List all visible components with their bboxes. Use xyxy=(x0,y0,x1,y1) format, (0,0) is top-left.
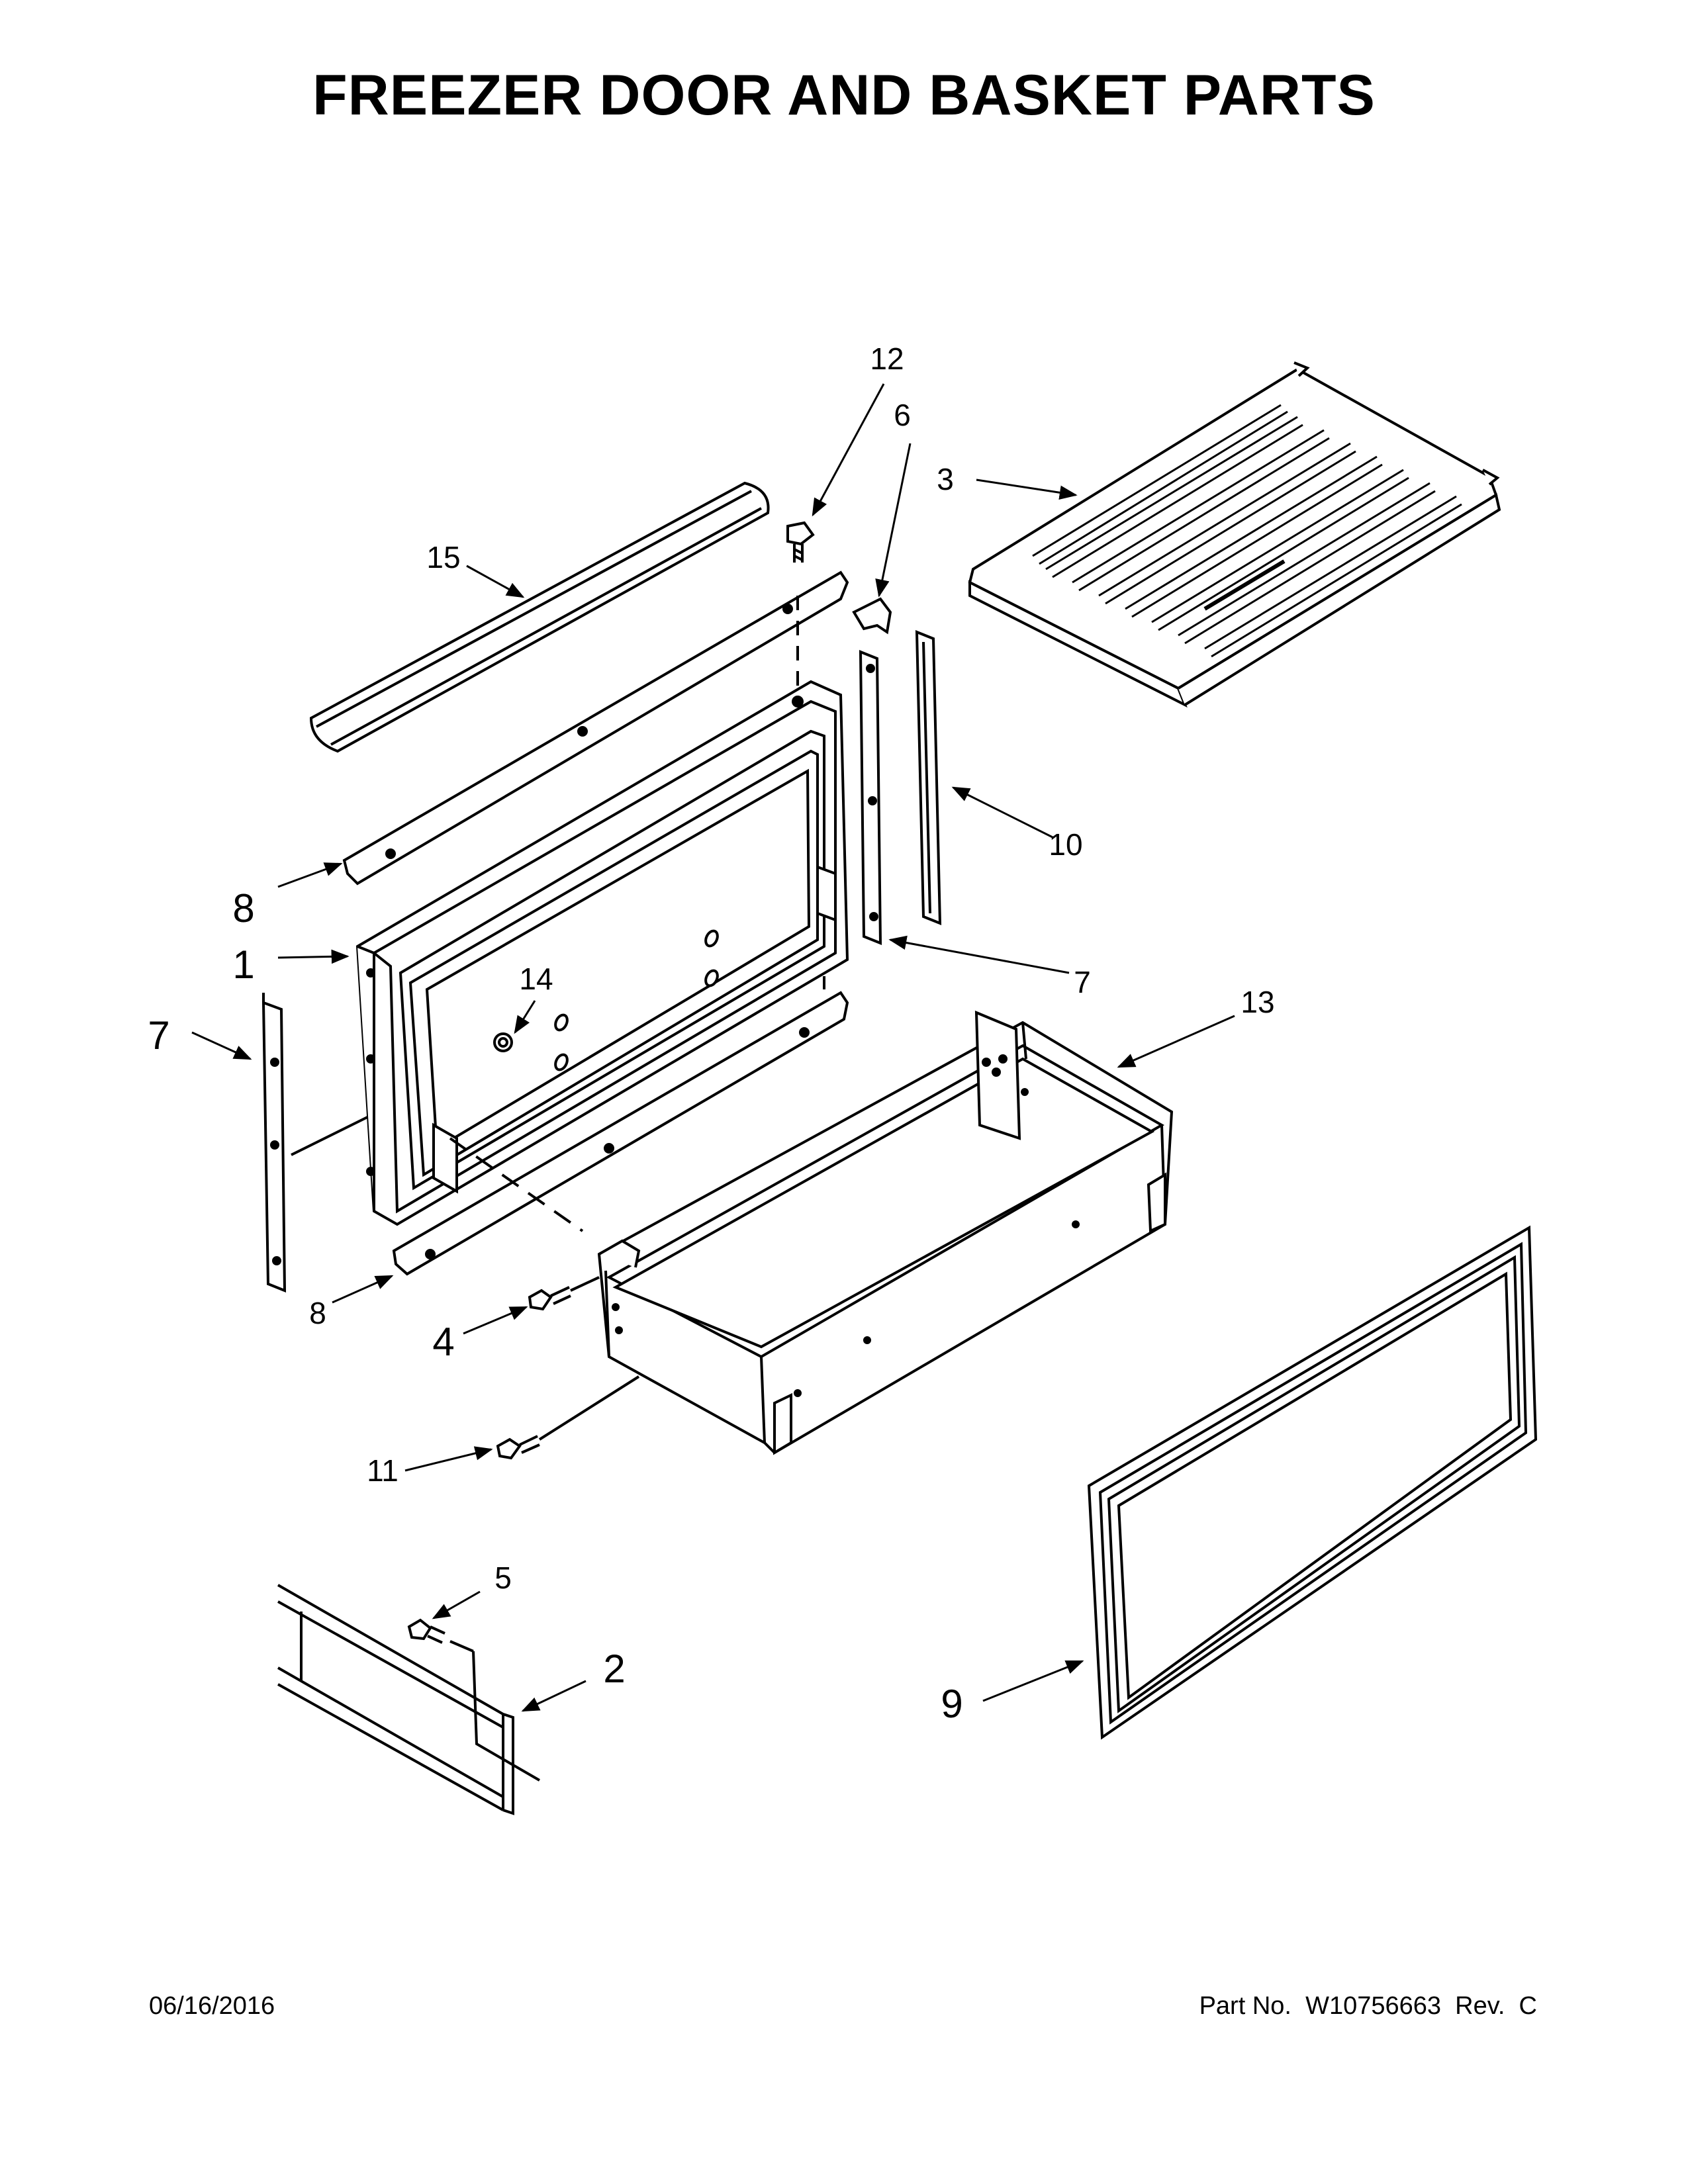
part-3-wire-shelf xyxy=(968,361,1501,708)
part-11-screw xyxy=(496,1375,640,1460)
callout-2: 2 xyxy=(603,1647,625,1691)
callouts: 12 6 3 15 10 8 1 14 7 13 7 8 4 11 5 2 9 xyxy=(148,341,1274,1726)
part-12-screw xyxy=(786,521,815,702)
part-6-clip xyxy=(852,597,892,635)
callout-4: 4 xyxy=(432,1320,454,1364)
callout-6: 6 xyxy=(894,398,911,432)
footer-date: 06/16/2016 xyxy=(149,1992,275,2020)
footer-part-number: Part No. W10756663 Rev. C xyxy=(1199,1992,1537,2020)
part-8-lower-strip xyxy=(392,976,849,1276)
callout-9: 9 xyxy=(941,1682,962,1726)
part-13-basket xyxy=(449,1010,1174,1455)
part-8-upper-strip xyxy=(342,570,849,886)
callout-7-right: 7 xyxy=(1074,965,1091,999)
page-title: FREEZER DOOR AND BASKET PARTS xyxy=(312,64,1376,127)
part-5-screw xyxy=(407,1618,445,1644)
callout-3: 3 xyxy=(937,462,954,496)
part-10-channel xyxy=(915,630,942,925)
part-9-door-gasket xyxy=(1087,1225,1538,1740)
part-4-screw xyxy=(528,1276,600,1311)
part-2-kick-plate xyxy=(277,1584,541,1815)
part-15-handle-trim xyxy=(309,481,770,753)
callout-15: 15 xyxy=(426,540,460,574)
callout-10: 10 xyxy=(1049,827,1082,862)
callout-14: 14 xyxy=(519,962,553,996)
part-7-right-side-trim xyxy=(859,650,882,945)
callout-13: 13 xyxy=(1241,985,1274,1019)
callout-5: 5 xyxy=(494,1561,512,1595)
part-7-left-side-trim xyxy=(261,993,368,1293)
callout-11: 11 xyxy=(367,1453,399,1488)
callout-7-left: 7 xyxy=(148,1013,169,1058)
callout-8-upper: 8 xyxy=(232,886,254,931)
callout-1: 1 xyxy=(232,942,254,987)
callout-12: 12 xyxy=(870,341,904,376)
part-14-grommet xyxy=(493,1032,513,1052)
part-1-door-frame xyxy=(355,680,849,1226)
callout-8-lower: 8 xyxy=(309,1296,326,1330)
